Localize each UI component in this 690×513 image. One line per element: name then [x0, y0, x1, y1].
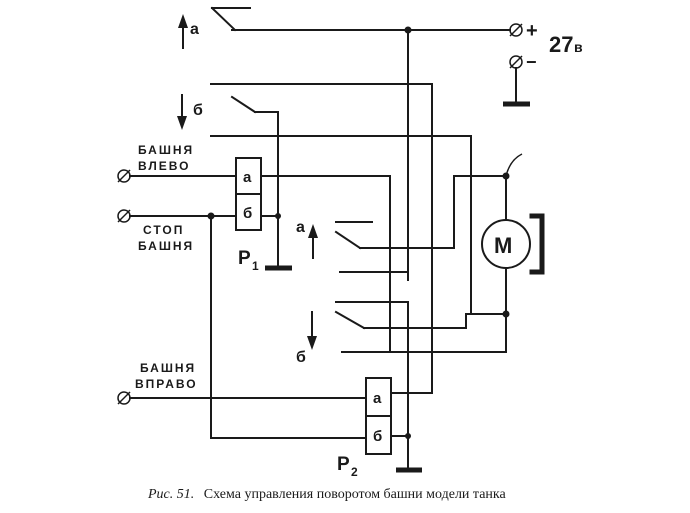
- upper-switch-b: б: [177, 83, 472, 394]
- plus-junction-dot: [404, 26, 412, 34]
- voltage-value: 27: [549, 32, 573, 57]
- right-terminal-slash: [117, 391, 131, 405]
- relay-p1: а б Р 1: [235, 157, 391, 353]
- power-supply: + 27 в −: [231, 20, 583, 107]
- relay2-name: Р: [337, 454, 350, 475]
- right-label-line2: ВПРАВО: [135, 377, 198, 391]
- upper-switch-a-label: а: [190, 21, 199, 38]
- lower-switch-a-label: а: [296, 219, 305, 236]
- relay2-coil-b: [365, 415, 392, 455]
- input-left: БАШНЯ ВЛЕВО: [117, 143, 237, 183]
- relay2-sub: 2: [351, 465, 358, 479]
- left-terminal-slash: [117, 169, 131, 183]
- left-label-line1: БАШНЯ: [138, 143, 194, 157]
- upper-switch-b-blade: [230, 95, 257, 114]
- motor-brake-bracket: [529, 213, 545, 275]
- relay1-coil-b-label: б: [243, 205, 252, 222]
- figure-caption: Рис. 51. Схема управления поворотом башн…: [147, 487, 507, 502]
- lower-switch-b-blade: [334, 310, 366, 330]
- relay1-b-junction: [275, 213, 281, 219]
- plus-terminal: [509, 23, 523, 37]
- motor-label: М: [494, 233, 512, 258]
- relay2-coil-b-label: б: [373, 428, 382, 445]
- lower-switch-a: а: [296, 175, 507, 273]
- lower-arrow-up-icon: [308, 224, 318, 238]
- stop-terminal-slash: [117, 209, 131, 223]
- right-label-line1: БАШНЯ: [140, 361, 196, 375]
- plus-sign: +: [526, 20, 538, 42]
- minus-terminal-slash: [509, 55, 523, 69]
- arrow-up-icon: [178, 14, 188, 28]
- caption-text: Схема управления поворотом башни модели …: [204, 487, 507, 502]
- voltage-unit: в: [574, 39, 583, 55]
- lower-arrow-down-icon: [307, 336, 317, 350]
- relay1-sub: 1: [252, 259, 259, 273]
- minus-sign: −: [526, 52, 537, 72]
- relay1-name: Р: [238, 248, 251, 269]
- caption-prefix: Рис. 51.: [147, 487, 194, 502]
- relay-p2: а б Р 2: [337, 301, 433, 479]
- upper-switch-b-label: б: [193, 102, 203, 119]
- relay1-coil-b: [235, 193, 262, 231]
- motor-ground-lead: [505, 153, 523, 177]
- stop-label-line1: СТОП: [143, 223, 184, 237]
- lower-switch-b: б: [296, 301, 507, 366]
- motor-bottom-junction: [502, 310, 510, 318]
- plus-terminal-slash: [509, 23, 523, 37]
- upper-switch-a: а: [178, 6, 251, 49]
- input-right: БАШНЯ ВПРАВО: [117, 361, 367, 405]
- stop-label-line2: БАШНЯ: [138, 239, 194, 253]
- lower-switch-a-blade: [334, 230, 362, 250]
- motor: М: [481, 153, 545, 353]
- left-label-line2: ВЛЕВО: [138, 159, 191, 173]
- upper-switch-a-blade: [210, 6, 237, 32]
- relay2-b-junction: [405, 433, 411, 439]
- relay2-coil-a-label: а: [373, 390, 382, 407]
- relay1-coil-a-label: а: [243, 169, 252, 186]
- arrow-down-icon: [177, 116, 187, 130]
- input-stop: СТОП БАШНЯ: [117, 209, 367, 439]
- lower-switch-b-label: б: [296, 349, 306, 366]
